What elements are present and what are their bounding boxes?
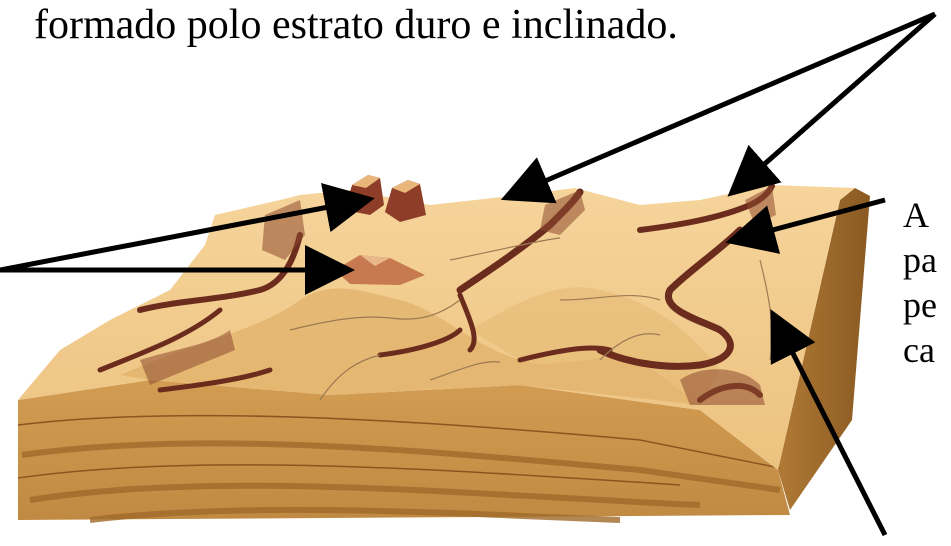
right-label-line: pa: [903, 238, 937, 283]
arrow-to-right-ridge: [735, 14, 935, 190]
caption-text: formado polo estrato duro e inclinado.: [34, 4, 678, 46]
right-label-line: A: [903, 193, 937, 238]
right-label-line: pe: [903, 283, 937, 328]
right-label-line: ca: [903, 328, 937, 373]
right-label: A pa pe ca: [903, 193, 937, 373]
